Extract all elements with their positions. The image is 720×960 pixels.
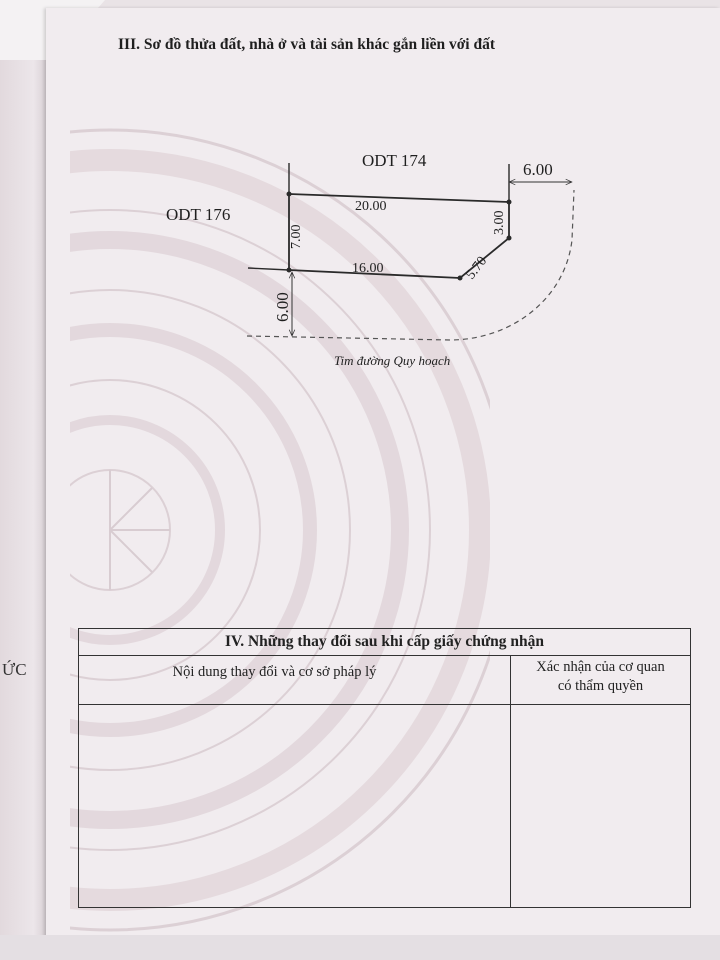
column-header-confirmation-line2: có thẩm quyền [557,678,644,694]
confirmation-cell-empty [510,704,691,908]
parcel-north-label: ODT 174 [362,151,427,170]
corner-point [286,191,292,197]
changes-table: IV. Những thay đổi sau khi cấp giấy chứn… [78,628,691,908]
corner-point [457,275,463,281]
road-label: Tim đường Quy hoạch [334,353,450,368]
dim-left: 7.00 [289,225,304,250]
page-bottom-edge [0,935,720,960]
section-iv-title: IV. Những thay đổi sau khi cấp giấy chứn… [78,628,691,656]
parcel-west-label: ODT 176 [166,205,230,224]
corner-point [286,267,292,273]
dim-road-east: 6.00 [523,160,553,179]
adjacent-page [0,0,48,960]
dim-right: 3.00 [492,211,507,236]
dim-road-south: 6.00 [273,292,292,322]
adjacent-page-text: ỨC [2,660,27,679]
content-cell-empty [78,704,511,908]
column-header-confirmation: Xác nhận của cơ quan có thẩm quyền [510,655,691,705]
column-header-content: Nội dung thay đổi và cơ sở pháp lý [78,655,511,705]
column-header-confirmation-line1: Xác nhận của cơ quan [536,659,665,675]
dim-chamfer: 5.70 [463,254,490,283]
dim-bottom: 16.00 [352,261,384,276]
dim-top: 20.00 [355,199,387,214]
section-iii-title: III. Sơ đồ thửa đất, nhà ở và tài sản kh… [118,36,496,53]
road-centerline [246,189,575,341]
parcel-boundary [288,193,510,279]
column-header-content-text: Nội dung thay đổi và cơ sở pháp lý [172,664,377,680]
corner-point [506,199,512,205]
west-road-edge [247,267,290,271]
parcel-diagram: ODT 174 ODT 176 20.00 16.00 7.00 3.00 5.… [166,151,575,368]
corner-point [506,235,512,241]
